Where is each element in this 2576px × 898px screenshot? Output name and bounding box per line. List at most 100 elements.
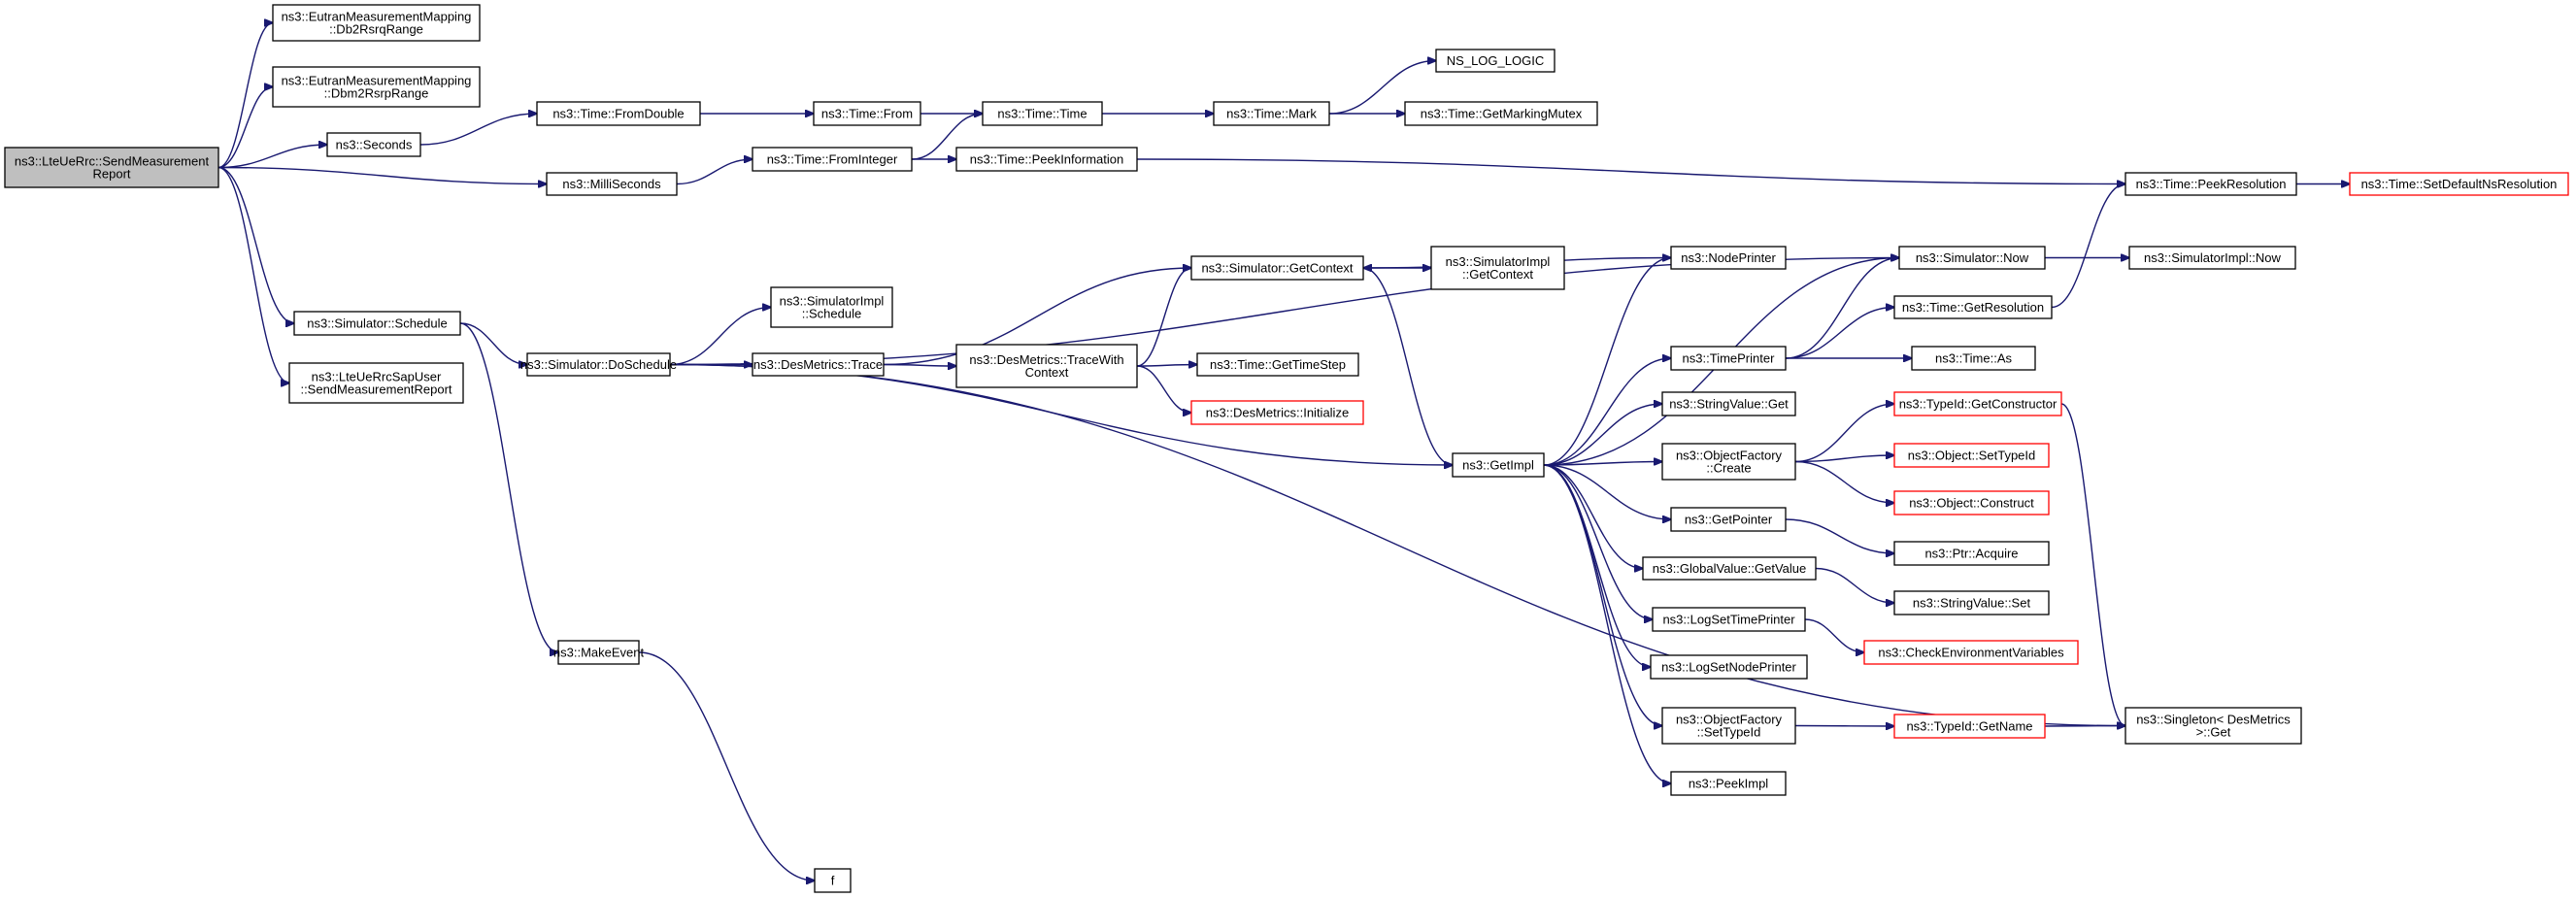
node-label: ns3::Time::Mark bbox=[1226, 107, 1317, 121]
node-gvget[interactable]: ns3::GlobalValue::GetValue bbox=[1642, 556, 1817, 581]
node-box bbox=[326, 132, 421, 157]
node-box bbox=[1893, 714, 2046, 739]
node-getpointer[interactable]: ns3::GetPointer bbox=[1670, 507, 1787, 532]
node-db2[interactable]: ns3::EutranMeasurementMapping::Db2RsrqRa… bbox=[272, 4, 481, 42]
node-label: ns3::NodePrinter bbox=[1681, 250, 1776, 265]
node-getcontext[interactable]: ns3::Simulator::GetContext bbox=[1190, 255, 1364, 281]
call-edge-root-to-seconds bbox=[217, 145, 327, 169]
node-setdefres[interactable]: ns3::Time::SetDefaultNsResolution bbox=[2349, 172, 2569, 196]
node-makeevent[interactable]: ns3::MakeEvent bbox=[553, 640, 645, 665]
node-logtime[interactable]: ns3::LogSetTimePrinter bbox=[1652, 607, 1806, 632]
node-label: ns3::MakeEvent bbox=[553, 646, 645, 660]
node-getctor[interactable]: ns3::TypeId::GetConstructor bbox=[1893, 391, 2062, 416]
node-peekres[interactable]: ns3::Time::PeekResolution bbox=[2124, 172, 2297, 196]
node-box bbox=[1893, 490, 2050, 516]
node-label: ns3::ObjectFactory bbox=[1676, 713, 1783, 727]
node-box bbox=[1670, 507, 1787, 532]
node-label: NS_LOG_LOGIC bbox=[1447, 53, 1544, 68]
node-seconds[interactable]: ns3::Seconds bbox=[326, 132, 421, 157]
node-nslog[interactable]: NS_LOG_LOGIC bbox=[1435, 49, 1556, 73]
node-milli[interactable]: ns3::MilliSeconds bbox=[546, 172, 678, 196]
node-label: ns3::Object::Construct bbox=[1909, 496, 2034, 511]
node-label: ::GetContext bbox=[1462, 267, 1533, 282]
node-implgetctx[interactable]: ns3::SimulatorImpl::GetContext bbox=[1430, 246, 1565, 290]
node-label: ns3::Seconds bbox=[336, 138, 413, 152]
node-root[interactable]: ns3::LteUeRrc::SendMeasurementReport bbox=[4, 147, 219, 188]
node-construct[interactable]: ns3::Object::Construct bbox=[1893, 490, 2050, 516]
node-label: ns3::Time::From bbox=[821, 107, 913, 121]
node-ofsettype[interactable]: ns3::ObjectFactory::SetTypeId bbox=[1661, 707, 1796, 745]
node-implsched[interactable]: ns3::SimulatorImpl::Schedule bbox=[770, 286, 893, 328]
node-time[interactable]: ns3::Time::Time bbox=[982, 101, 1103, 126]
node-singleton[interactable]: ns3::Singleton< DesMetrics>::Get bbox=[2124, 707, 2302, 745]
call-edge-getimpl-to-ofsettype bbox=[1543, 464, 1662, 726]
node-simnow[interactable]: ns3::Simulator::Now bbox=[1898, 246, 2046, 270]
node-box bbox=[752, 352, 885, 377]
node-label: ns3::TimePrinter bbox=[1683, 351, 1776, 366]
node-box bbox=[1893, 295, 2053, 319]
node-label: ns3::TypeId::GetName bbox=[1906, 719, 2032, 734]
node-dbm2[interactable]: ns3::EutranMeasurementMapping::Dbm2RsrpR… bbox=[272, 66, 481, 108]
call-edge-root-to-db2 bbox=[217, 23, 273, 169]
node-acquire[interactable]: ns3::Ptr::Acquire bbox=[1893, 541, 2050, 566]
call-edge-getimpl-to-strget bbox=[1543, 404, 1662, 466]
node-box bbox=[1650, 654, 1808, 680]
node-gettimestep[interactable]: ns3::Time::GetTimeStep bbox=[1196, 352, 1359, 377]
node-layer: ns3::LteUeRrc::SendMeasurementReportns3:… bbox=[4, 4, 2569, 893]
node-strget[interactable]: ns3::StringValue::Get bbox=[1661, 391, 1796, 416]
node-getname[interactable]: ns3::TypeId::GetName bbox=[1893, 714, 2046, 739]
node-lognode[interactable]: ns3::LogSetNodePrinter bbox=[1650, 654, 1808, 680]
node-from[interactable]: ns3::Time::From bbox=[813, 101, 921, 126]
node-box bbox=[955, 147, 1138, 172]
node-desinit[interactable]: ns3::DesMetrics::Initialize bbox=[1190, 400, 1364, 425]
node-box bbox=[536, 101, 701, 126]
node-timeas[interactable]: ns3::Time::As bbox=[1911, 346, 2036, 371]
node-ofcreate[interactable]: ns3::ObjectFactory::Create bbox=[1661, 443, 1796, 481]
node-label: ::Dbm2RsrpRange bbox=[324, 86, 429, 101]
node-getres[interactable]: ns3::Time::GetResolution bbox=[1893, 295, 2053, 319]
node-timeprinter[interactable]: ns3::TimePrinter bbox=[1670, 346, 1787, 371]
node-implnow[interactable]: ns3::SimulatorImpl::Now bbox=[2128, 246, 2296, 270]
node-label: ns3::Simulator::Schedule bbox=[307, 316, 448, 331]
node-getimpl[interactable]: ns3::GetImpl bbox=[1452, 452, 1545, 478]
node-label: ns3::Simulator::GetContext bbox=[1201, 261, 1353, 276]
call-edge-ofsettype-to-getname bbox=[1794, 726, 1894, 727]
call-edge-gvget-to-strset bbox=[1815, 567, 1894, 604]
node-mutex[interactable]: ns3::Time::GetMarkingMutex bbox=[1404, 101, 1598, 126]
node-box bbox=[4, 147, 219, 188]
node-label: ns3::DesMetrics::Initialize bbox=[1206, 406, 1349, 420]
node-box bbox=[2349, 172, 2569, 196]
node-nodeprinter[interactable]: ns3::NodePrinter bbox=[1670, 246, 1787, 270]
node-f[interactable]: f bbox=[814, 868, 852, 893]
node-mark[interactable]: ns3::Time::Mark bbox=[1213, 101, 1330, 126]
node-box bbox=[1661, 707, 1796, 745]
call-edge-peekinfo-to-peekres bbox=[1136, 158, 2125, 184]
node-box bbox=[1404, 101, 1598, 126]
node-label: ns3::Time::PeekInformation bbox=[970, 152, 1123, 167]
node-box bbox=[526, 352, 671, 377]
node-trace[interactable]: ns3::DesMetrics::Trace bbox=[752, 352, 885, 377]
node-peekimpl[interactable]: ns3::PeekImpl bbox=[1670, 771, 1787, 796]
call-edge-getimpl-to-logtime bbox=[1543, 464, 1653, 619]
call-edge-getname-to-singleton bbox=[2044, 726, 2125, 727]
node-settypeid[interactable]: ns3::Object::SetTypeId bbox=[1893, 443, 2050, 468]
node-schedule[interactable]: ns3::Simulator::Schedule bbox=[293, 311, 461, 336]
node-fromdouble[interactable]: ns3::Time::FromDouble bbox=[536, 101, 701, 126]
node-label: ::Db2RsrqRange bbox=[329, 22, 423, 37]
node-sapuser[interactable]: ns3::LteUeRrcSapUser::SendMeasurementRep… bbox=[288, 362, 464, 404]
node-checkenv[interactable]: ns3::CheckEnvironmentVariables bbox=[1863, 640, 2079, 665]
node-peekinfo[interactable]: ns3::Time::PeekInformation bbox=[955, 147, 1138, 172]
call-edge-timeprinter-to-getres bbox=[1785, 308, 1894, 359]
node-box bbox=[2124, 172, 2297, 196]
node-box bbox=[546, 172, 678, 196]
node-label: ns3::TypeId::GetConstructor bbox=[1899, 397, 2057, 412]
node-strset[interactable]: ns3::StringValue::Set bbox=[1893, 590, 2050, 615]
node-label: ns3::CheckEnvironmentVariables bbox=[1878, 646, 2064, 660]
node-fromint[interactable]: ns3::Time::FromInteger bbox=[752, 147, 913, 172]
node-label: f bbox=[831, 874, 835, 888]
call-edge-getimpl-to-gvget bbox=[1543, 464, 1643, 569]
node-doschedule[interactable]: ns3::Simulator::DoSchedule bbox=[520, 352, 677, 377]
call-edge-makeevent-to-f bbox=[638, 651, 815, 881]
call-edge-mark-to-nslog bbox=[1328, 61, 1436, 115]
